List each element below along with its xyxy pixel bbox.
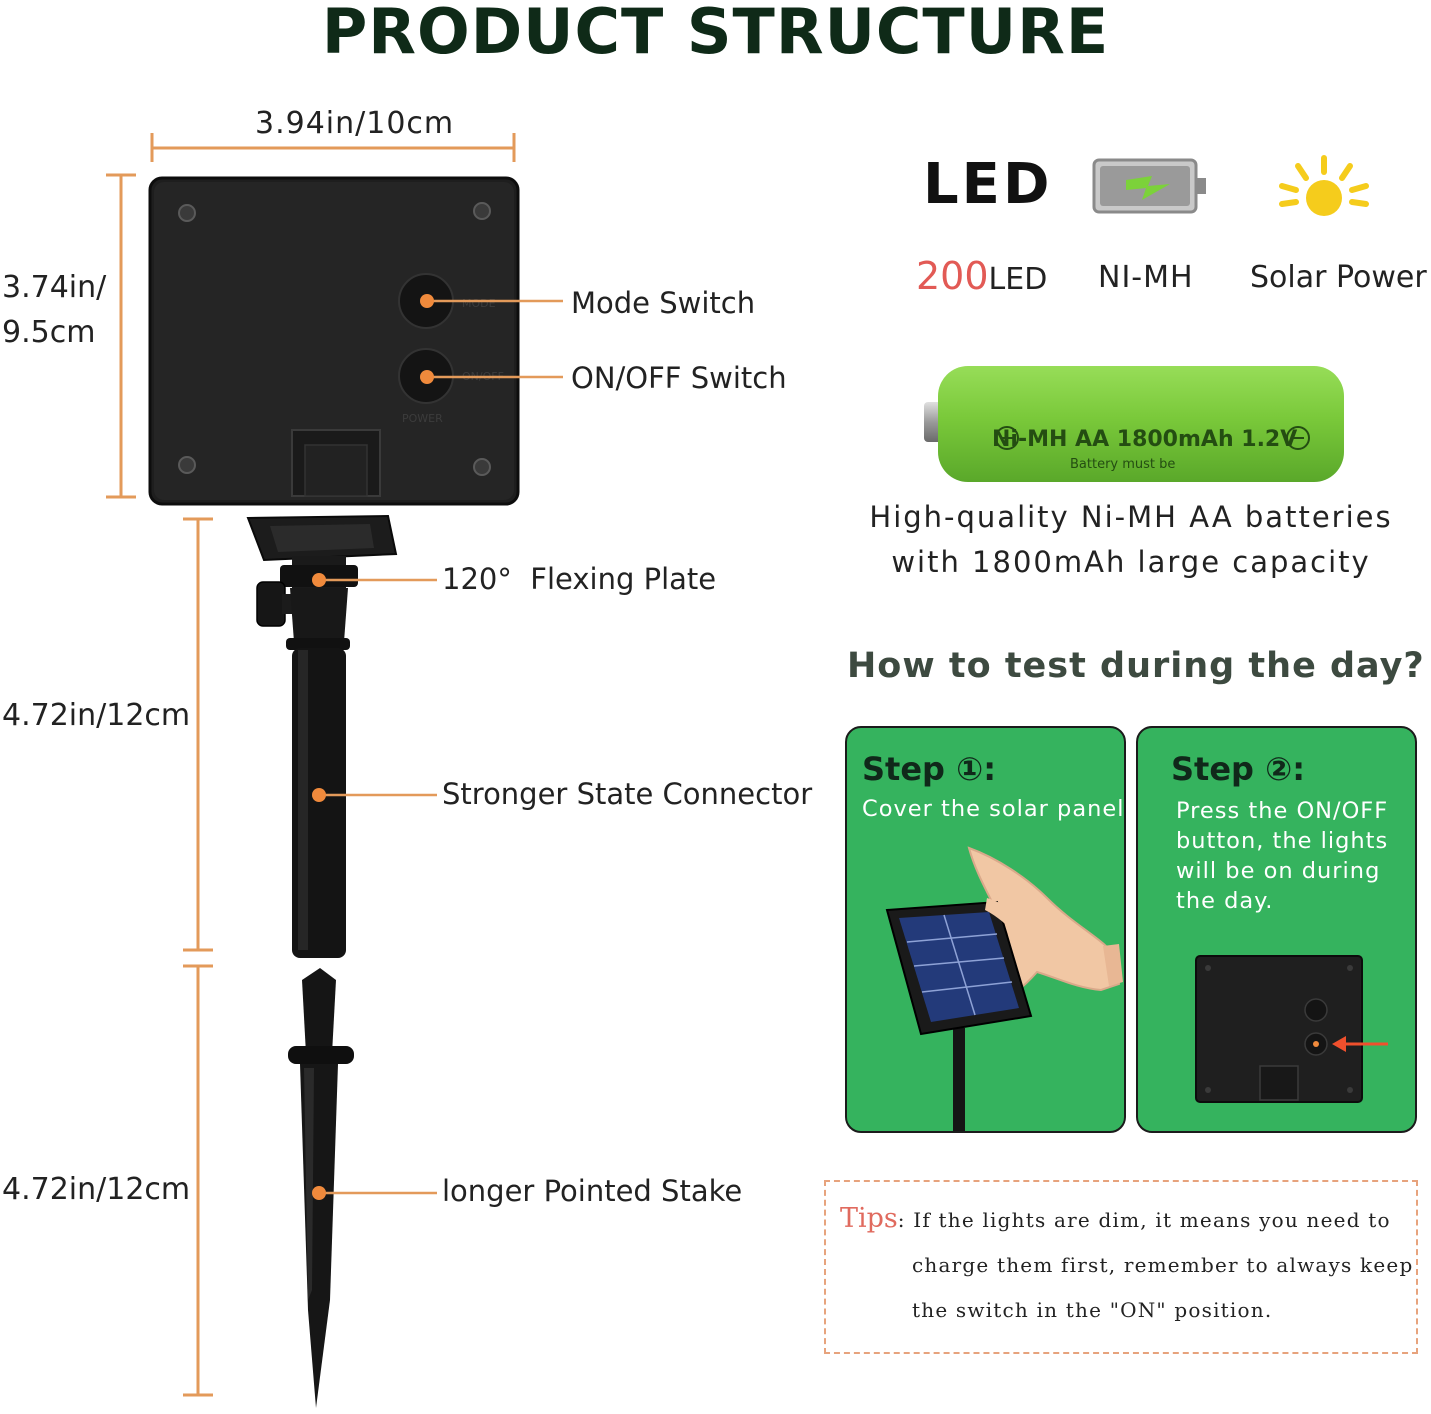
tips-box bbox=[824, 1180, 1418, 1354]
aa-battery-illustration: Ni-MH AA 1800mAh 1.2V Battery must be bbox=[924, 366, 1344, 482]
covered-solar-panel-illustration bbox=[885, 846, 1123, 1131]
tips-line1-row: Tips: If the lights are dim, it means yo… bbox=[840, 1198, 1391, 1243]
step2-card: Step ②: Press the ON/OFF button, the lig… bbox=[1136, 726, 1417, 1133]
height-dimension-label-line2: 9.5cm bbox=[2, 315, 96, 350]
how-to-test-heading: How to test during the day? bbox=[847, 646, 1425, 686]
tips-line1: : If the lights are dim, it means you ne… bbox=[897, 1208, 1391, 1232]
step2-text-line3: will be on during bbox=[1176, 858, 1381, 884]
panel-back-with-arrow-illustration bbox=[1195, 955, 1388, 1103]
sun-icon bbox=[1279, 155, 1369, 216]
width-dimension-label: 3.94in/10cm bbox=[255, 106, 455, 141]
step2-text-line2: button, the lights bbox=[1176, 828, 1389, 854]
battery-type-label: NI-MH bbox=[1098, 260, 1194, 295]
led-count-number: 200 bbox=[916, 254, 989, 298]
led-heading: LED bbox=[923, 152, 1053, 217]
led-count-unit: LED bbox=[988, 262, 1048, 297]
tips-line2: charge them first, remember to always ke… bbox=[912, 1253, 1414, 1277]
battery-description-line2: with 1800mAh large capacity bbox=[891, 545, 1371, 579]
step1-card: Step ①: Cover the solar panel bbox=[845, 726, 1126, 1133]
step1-text: Cover the solar panel bbox=[862, 796, 1125, 822]
on-off-switch-dot bbox=[420, 370, 434, 384]
led-count-label: 200LED bbox=[916, 254, 1047, 298]
battery-charging-icon bbox=[1092, 158, 1206, 214]
mode-switch-dot bbox=[420, 294, 434, 308]
connector-dimension-label: 4.72in/12cm bbox=[2, 698, 191, 733]
battery-print-small: Battery must be bbox=[1070, 457, 1175, 472]
battery-print-main: Ni-MH AA 1800mAh 1.2V bbox=[992, 427, 1297, 452]
panel-power-label: POWER bbox=[402, 412, 443, 425]
page-title: PRODUCT STRUCTURE bbox=[321, 0, 1110, 68]
on-off-switch-label: ON/OFF Switch bbox=[571, 361, 787, 395]
height-dimension-label-line1: 3.74in/ bbox=[2, 270, 107, 305]
connector-label: Stronger State Connector bbox=[442, 777, 813, 811]
battery-description-line1: High-quality Ni-MH AA batteries bbox=[869, 500, 1393, 534]
tips-label: Tips bbox=[840, 1203, 898, 1234]
tips-line3: the switch in the "ON" position. bbox=[912, 1298, 1273, 1322]
step2-text-line1: Press the ON/OFF bbox=[1176, 798, 1389, 824]
step2-text-line4: the day. bbox=[1176, 888, 1274, 914]
step1-title: Step ①: bbox=[862, 750, 996, 788]
step2-title: Step ②: bbox=[1171, 750, 1305, 788]
stake-label: longer Pointed Stake bbox=[442, 1174, 743, 1208]
stake-dot bbox=[312, 1186, 326, 1200]
flexing-plate-dot bbox=[312, 573, 326, 587]
connector-dot bbox=[312, 788, 326, 802]
stake-dimension-label: 4.72in/12cm bbox=[2, 1172, 191, 1207]
solar-panel-back-illustration: MODE ON/OFF POWER bbox=[148, 176, 520, 506]
power-source-label: Solar Power bbox=[1250, 260, 1427, 295]
flexing-plate-label: 120° Flexing Plate bbox=[442, 562, 717, 596]
stake-assembly-illustration bbox=[246, 514, 398, 1408]
mode-switch-label: Mode Switch bbox=[571, 286, 756, 320]
